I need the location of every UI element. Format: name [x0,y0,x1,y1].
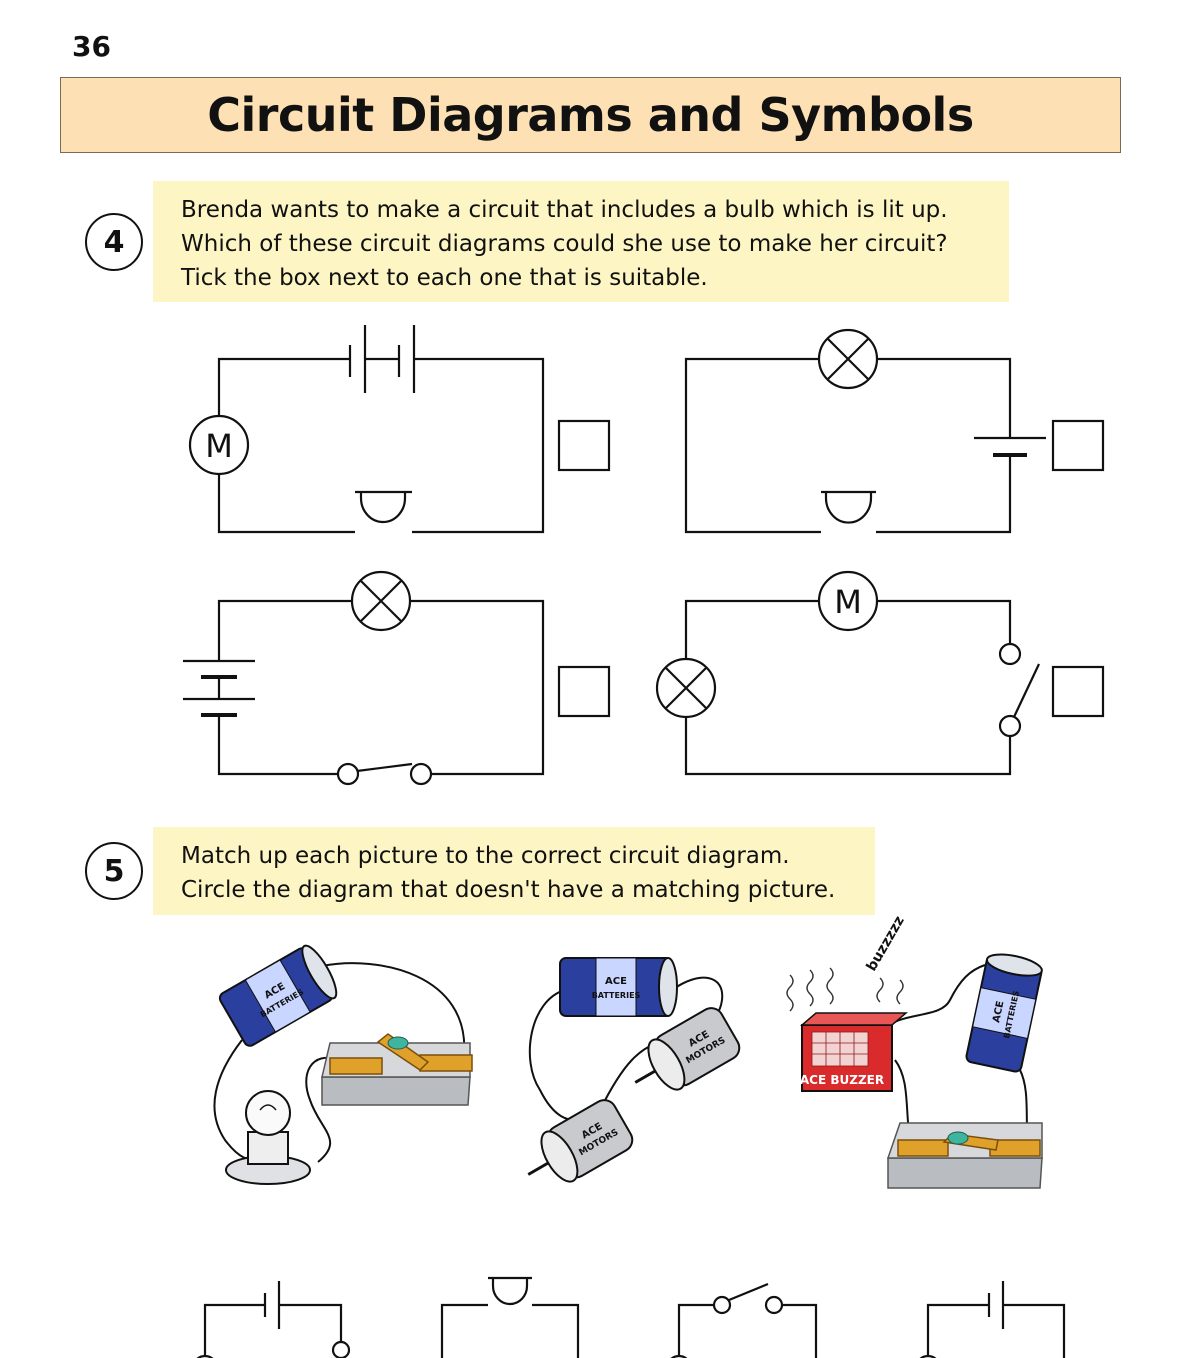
question-5-line-2: Circle the diagram that doesn't have a m… [181,877,836,903]
question-5-number: 5 [85,842,143,900]
answer-diagram-3 [670,1282,818,1358]
answer-diagrams-row [196,1276,1066,1358]
svg-text:buzzzzz: buzzzzz [864,913,908,974]
picture-3-buzzer-battery-switch: buzzzzz ACE BUZZER ACE BATTERIES [786,913,1043,1189]
question-5-text: Match up each picture to the correct cir… [153,827,875,915]
buzzer-symbol [355,490,412,524]
question-5-line-1: Match up each picture to the correct cir… [181,843,790,869]
open-switch-symbol [998,642,1040,738]
answer-diagram-1 [196,1281,351,1358]
bulb-symbol [655,657,717,719]
buzzer-symbol [821,490,876,524]
battery-symbol [183,659,255,717]
answer-diagram-4 [919,1281,1066,1358]
question-4-number: 4 [85,213,143,271]
svg-text:BATTERIES: BATTERIES [592,991,641,1000]
bulb-symbol [817,328,879,390]
tick-box-c[interactable] [557,665,611,718]
question-4-text: Brenda wants to make a circuit that incl… [153,181,1009,302]
circuit-diagram-a [188,325,545,534]
motor-letter: M [205,427,233,465]
question-4-line-1: Brenda wants to make a circuit that incl… [181,197,948,223]
svg-text:ACE: ACE [605,976,627,987]
motor-letter: M [834,583,862,621]
motor-symbol [188,414,250,476]
circuit-diagram-d [655,570,1040,776]
question-4-line-2: Which of these circuit diagrams could sh… [181,231,948,257]
page-title: Circuit Diagrams and Symbols [207,88,974,142]
tick-box-a[interactable] [557,419,611,472]
svg-text:ACE: ACE [991,1000,1006,1024]
circuit-diagram-b [684,328,1046,534]
svg-text:ACE BUZZER: ACE BUZZER [800,1073,884,1087]
answer-diagram-2 [440,1276,580,1358]
page-number: 36 [72,30,111,63]
question-4-line-3: Tick the box next to each one that is su… [181,265,708,291]
picture-1-battery-switch-bulb: ACE BATTERIES [213,944,473,1185]
bulb-symbol [350,570,412,632]
motor-symbol [817,570,879,632]
tick-box-d[interactable] [1051,665,1105,718]
tick-box-b[interactable] [1051,419,1105,472]
picture-2-battery-two-motors: ACE BATTERIES ACE MOTORS ACE MOTORS [527,957,741,1183]
closed-switch-symbol [336,762,433,786]
circuit-diagram-c [183,570,545,786]
title-banner: Circuit Diagrams and Symbols [60,77,1121,153]
